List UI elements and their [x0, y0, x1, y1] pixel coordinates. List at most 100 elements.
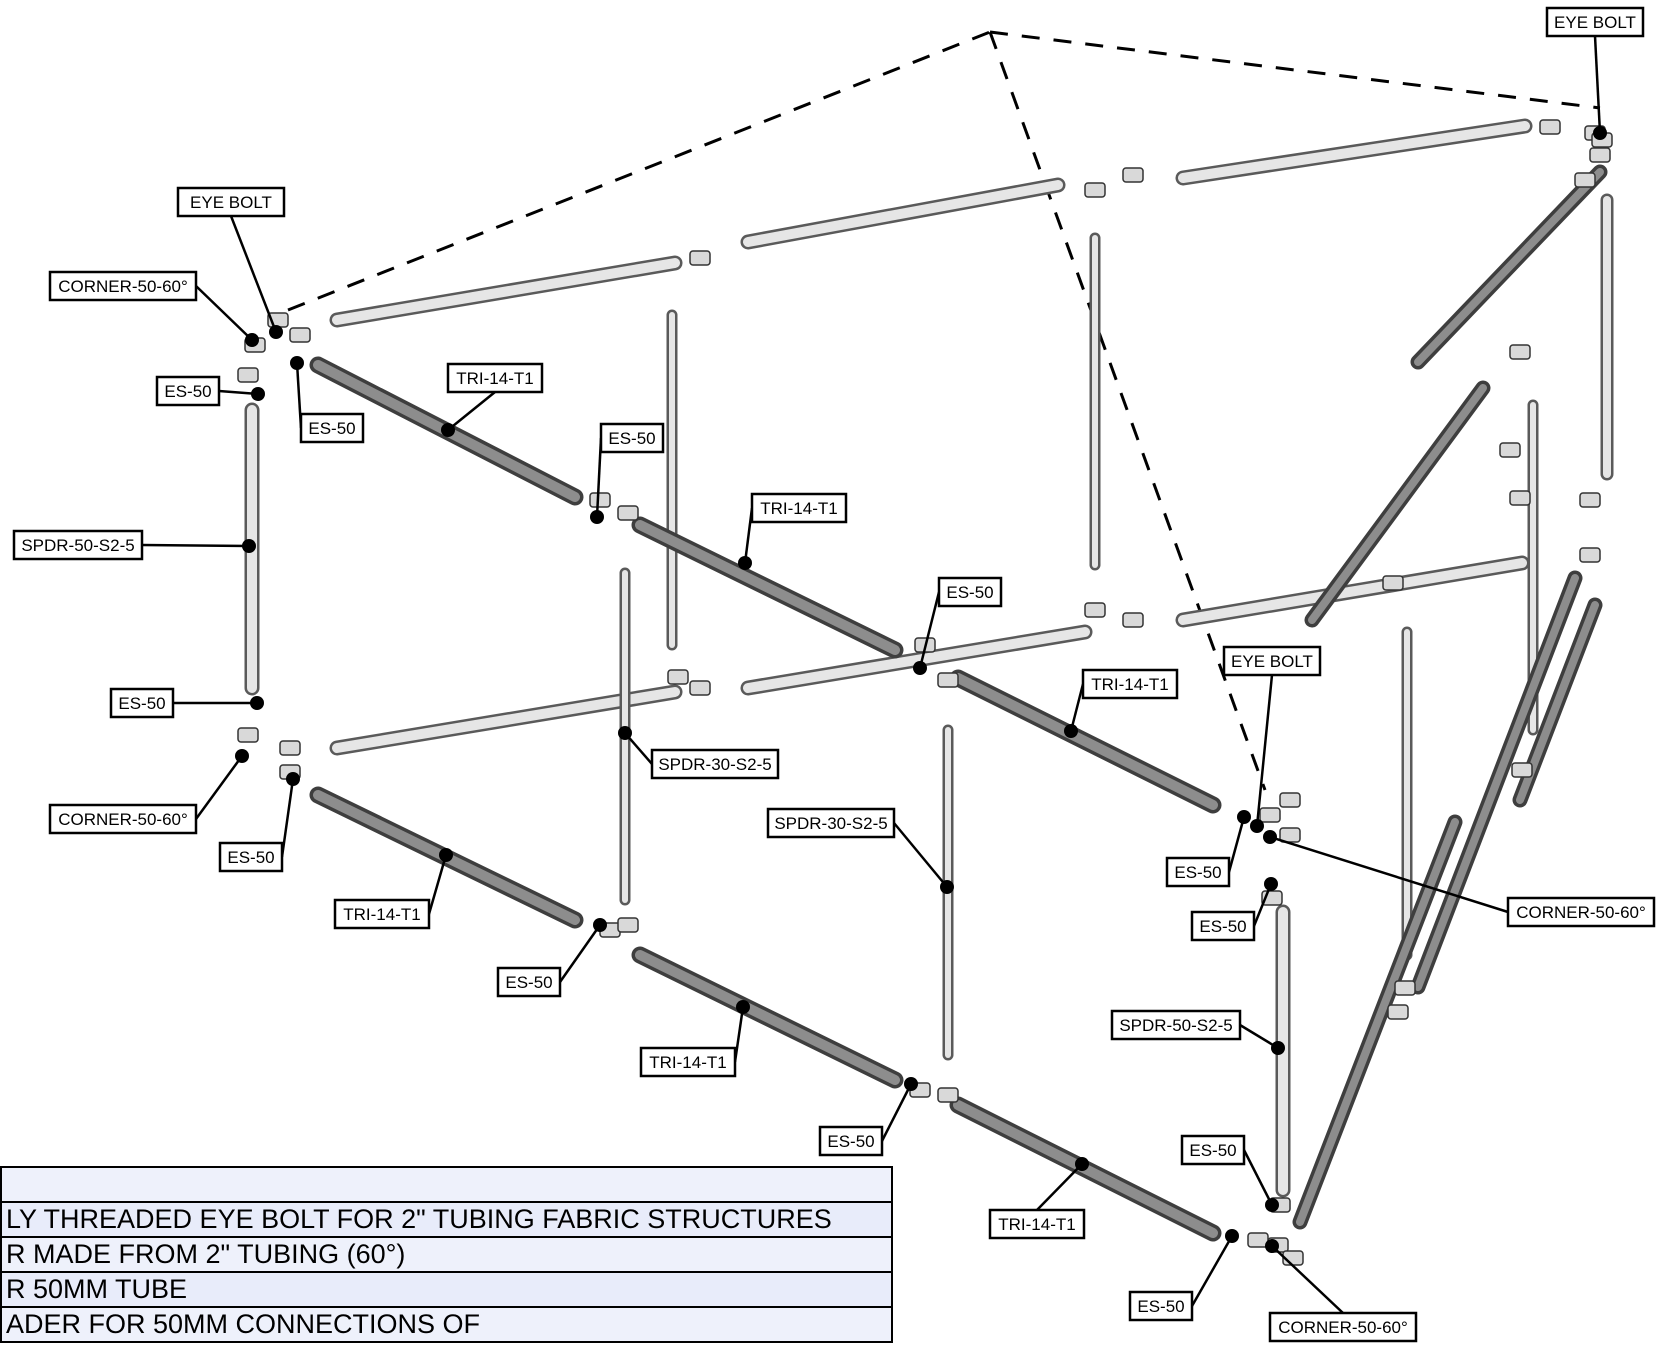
fitting	[1387, 1004, 1409, 1020]
callout-label-es-top-left-b: ES-50	[299, 412, 365, 444]
callout-dot	[1263, 830, 1277, 844]
callout-label-es-right-bottom: ES-50	[1180, 1134, 1246, 1166]
leader-line	[427, 854, 448, 915]
leader-line	[1227, 816, 1246, 873]
fitting	[617, 505, 639, 521]
leader-line	[229, 215, 278, 333]
callout-text: TRI-14-T1	[649, 1053, 726, 1072]
fitting	[1574, 172, 1596, 188]
leader-line	[1252, 883, 1273, 927]
callout-label-eye-bolt-top-right: EYE BOLT	[1545, 6, 1645, 38]
callout-dot	[441, 423, 455, 437]
callout-label-es-right-low: ES-50	[1190, 910, 1256, 942]
callout-text: ES-50	[308, 419, 355, 438]
callout-text: TRI-14-T1	[998, 1215, 1075, 1234]
callout-dot	[251, 387, 265, 401]
fitting	[689, 680, 711, 696]
callout-label-corner-right: CORNER-50-60°	[1506, 896, 1656, 928]
callout-label-es-right-corner: ES-50	[1165, 856, 1231, 888]
roof-outline	[287, 30, 1601, 791]
callout-label-es-bottom: ES-50	[1128, 1290, 1194, 1322]
parts-table: LY THREADED EYE BOLT FOR 2" TUBING FABRI…	[0, 1166, 893, 1343]
fitting	[237, 727, 259, 743]
callout-label-es-left-low: ES-50	[109, 687, 175, 719]
leader-line	[1239, 1023, 1279, 1050]
callout-dot	[1075, 1157, 1089, 1171]
callout-dot	[590, 510, 604, 524]
leader-line	[1271, 1245, 1344, 1314]
callout-text: ES-50	[608, 429, 655, 448]
fittings	[237, 119, 1613, 1266]
parts-cell: LY THREADED EYE BOLT FOR 2" TUBING FABRI…	[0, 1201, 893, 1238]
fitting	[937, 672, 959, 688]
callout-text: ES-50	[1199, 917, 1246, 936]
callout-text: TRI-14-T1	[343, 905, 420, 924]
leader-line	[1269, 835, 1509, 914]
callout-label-eye-bolt-mid: EYE BOLT	[1222, 645, 1322, 677]
callout-label-es-low-2: ES-50	[818, 1125, 884, 1157]
parts-cell: R MADE FROM 2" TUBING (60°)	[0, 1236, 893, 1273]
callout-dot	[235, 749, 249, 763]
callout-dot	[1250, 819, 1264, 833]
parts-cell	[0, 1166, 893, 1203]
leader-line	[733, 1006, 745, 1063]
fitting	[1084, 182, 1106, 198]
callout-label-spdr-left: SPDR-50-S2-5	[12, 529, 144, 561]
callout-text: ES-50	[1137, 1297, 1184, 1316]
fitting	[1579, 547, 1601, 563]
callout-dot	[1225, 1229, 1239, 1243]
leader-line	[194, 755, 244, 820]
fitting	[1394, 980, 1416, 996]
leader-line	[195, 285, 253, 341]
fitting	[1122, 612, 1144, 628]
callout-label-corner-left-low: CORNER-50-60°	[48, 803, 198, 835]
fitting	[1247, 1232, 1269, 1248]
leader-line	[1190, 1235, 1234, 1307]
fitting	[1579, 492, 1601, 508]
leader-line	[558, 924, 602, 983]
callout-dot	[904, 1077, 918, 1091]
callout-dot	[245, 333, 259, 347]
callout-text: CORNER-50-60°	[58, 277, 188, 296]
fitting	[279, 740, 301, 756]
leader-line	[1069, 683, 1085, 732]
fitting	[1499, 442, 1521, 458]
callout-dot	[593, 918, 607, 932]
callout-dot	[736, 1000, 750, 1014]
callout-text: ES-50	[946, 583, 993, 602]
callout-text: CORNER-50-60°	[1278, 1318, 1408, 1337]
fitting	[937, 1087, 959, 1103]
callout-dot	[1593, 126, 1607, 140]
callout-text: CORNER-50-60°	[58, 810, 188, 829]
leader-line	[1036, 1163, 1083, 1211]
fitting	[1509, 490, 1531, 506]
callout-dot	[286, 772, 300, 786]
callout-text: SPDR-50-S2-5	[1119, 1016, 1232, 1035]
leader-line	[447, 391, 496, 431]
callout-label-tri-low-1: TRI-14-T1	[333, 898, 431, 930]
parts-row: R 50MM TUBE	[0, 1271, 893, 1308]
parts-cell: R 50MM TUBE	[0, 1271, 893, 1308]
callout-text: ES-50	[164, 382, 211, 401]
callout-label-es-mid-center: ES-50	[937, 576, 1003, 608]
callout-label-es-top-mid: ES-50	[599, 422, 665, 454]
callout-label-corner-bottom: CORNER-50-60°	[1268, 1311, 1418, 1343]
callout-dot	[250, 696, 264, 710]
callout-text: ES-50	[118, 694, 165, 713]
callout-dot	[1265, 1239, 1279, 1253]
callout-label-es-top-left-a: ES-50	[155, 375, 221, 407]
callout-text: ES-50	[227, 848, 274, 867]
callout-dot	[913, 661, 927, 675]
fitting	[1589, 147, 1611, 163]
parts-row	[0, 1166, 893, 1203]
callout-text: CORNER-50-60°	[1516, 903, 1646, 922]
callout-dot	[1264, 877, 1278, 891]
callout-label-tri-mid-right: TRI-14-T1	[1081, 668, 1179, 700]
leader-line	[880, 1083, 913, 1142]
fitting	[667, 669, 689, 685]
callout-dot	[618, 726, 632, 740]
callout-dot	[439, 848, 453, 862]
callout-text: ES-50	[1189, 1141, 1236, 1160]
callout-text: EYE BOLT	[190, 193, 272, 212]
callout-text: ES-50	[827, 1132, 874, 1151]
